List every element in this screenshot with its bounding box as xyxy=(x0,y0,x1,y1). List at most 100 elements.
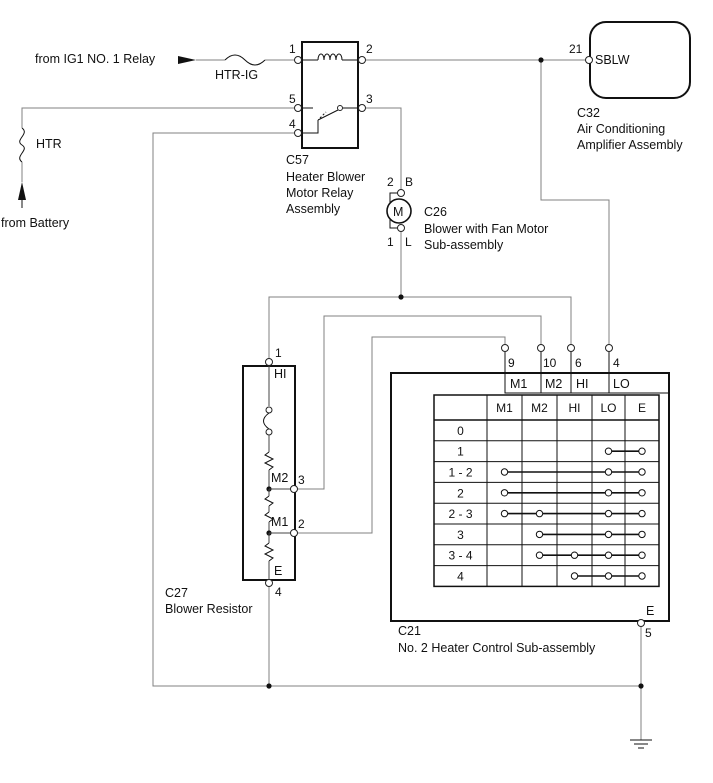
resistor-icon xyxy=(263,451,275,471)
res-hi: HI xyxy=(274,367,287,381)
table-header-m2: M2 xyxy=(531,401,548,415)
thermal-fuse-icon xyxy=(263,412,270,430)
wires xyxy=(21,59,642,740)
table-contact-lo xyxy=(604,509,613,518)
table-contact-m1 xyxy=(500,509,509,518)
res-e: E xyxy=(274,564,282,578)
amplifier-c32: 21 SBLW C32 Air Conditioning Amplifier A… xyxy=(569,21,691,152)
resistor-icon xyxy=(263,542,275,562)
resistor-c27: 1 HI M2 3 M1 2 E 4 C27 Blower Resistor xyxy=(165,346,305,616)
relay-pin-1: 1 xyxy=(289,42,296,56)
ground-icon xyxy=(630,739,652,749)
res-pin-2-terminal xyxy=(290,529,298,537)
table-header-lo: LO xyxy=(600,401,616,415)
motor-c26-code: C26 xyxy=(424,205,447,219)
from-battery-label: from Battery xyxy=(1,216,70,230)
table-contact-m2 xyxy=(535,551,544,559)
table-contact-m1 xyxy=(500,468,509,476)
fuse-htr-ig-icon xyxy=(224,54,266,66)
ctl-m2: M2 xyxy=(545,377,562,391)
ctl-m1: M1 xyxy=(510,377,527,391)
table-contact-lo xyxy=(604,551,613,559)
table-contact-lo xyxy=(604,447,613,455)
table-contact-e xyxy=(638,509,646,518)
motor-pin-1: 1 xyxy=(387,235,394,249)
resistor-icon xyxy=(264,495,274,507)
table-row-label: 2 - 3 xyxy=(448,507,472,521)
from-relay-label: from IG1 NO. 1 Relay xyxy=(35,52,156,66)
relay-switch-blade xyxy=(317,109,339,121)
arrow-right-icon xyxy=(178,56,196,64)
res-m1: M1 xyxy=(271,515,288,529)
table-contact-m1 xyxy=(500,489,509,497)
table-row-label: 1 - 2 xyxy=(448,466,472,480)
motor-icon xyxy=(386,198,412,224)
table-contact-hi xyxy=(570,551,579,559)
amp-c32-code: C32 xyxy=(577,106,600,120)
res-pin-4: 4 xyxy=(275,585,282,599)
ctl-pin-6: 6 xyxy=(575,356,582,370)
relay-c57-name-3: Assembly xyxy=(286,202,341,216)
table-contact-lo xyxy=(604,572,613,580)
fuse-htr-ig-label: HTR-IG xyxy=(215,68,258,82)
table-row-label: 0 xyxy=(457,424,464,438)
table-contact-e xyxy=(638,468,646,476)
motor-pin-2: 2 xyxy=(387,175,394,189)
res-pin-2: 2 xyxy=(298,517,305,531)
ctl-e: E xyxy=(646,604,654,618)
table-row-label: 3 xyxy=(457,528,464,542)
motor-symbol: M xyxy=(393,205,403,219)
ctl-pin-4: 4 xyxy=(613,356,620,370)
ctl-pin-5: 5 xyxy=(645,626,652,640)
motor-c26-name-1: Blower with Fan Motor xyxy=(424,222,548,236)
table-contact-lo xyxy=(604,468,613,476)
motor-pin-b: B xyxy=(405,175,413,189)
relay-pin-4: 4 xyxy=(289,117,296,131)
relay-c57: 1 2 5 3 4 C57 Heater Blower Motor Relay … xyxy=(286,41,373,216)
amp-pin-21-terminal xyxy=(585,56,593,64)
ctl-pin-10: 10 xyxy=(543,356,557,370)
relay-c57-name-2: Motor Relay xyxy=(286,186,354,200)
table-contact-lo xyxy=(604,489,613,497)
amp-pin-21: 21 xyxy=(569,42,583,56)
junction-dot xyxy=(266,683,272,689)
relay-pin-3-terminal xyxy=(358,104,366,112)
relay-pin-5: 5 xyxy=(289,92,296,106)
ig1-feed: from IG1 NO. 1 Relay HTR-IG xyxy=(35,52,266,82)
table-row-label: 1 xyxy=(457,445,464,459)
table-contact-e xyxy=(638,489,646,497)
ctl-c21-code: C21 xyxy=(398,624,421,638)
motor-c26-name-2: Sub-assembly xyxy=(424,238,504,252)
table-header-e: E xyxy=(638,401,646,415)
table-contact-lo xyxy=(604,530,613,539)
amp-c32-name-1: Air Conditioning xyxy=(577,122,665,136)
table-contact-m2 xyxy=(535,509,544,518)
ctl-c21-name: No. 2 Heater Control Sub-assembly xyxy=(398,641,596,655)
table-header-m1: M1 xyxy=(496,401,513,415)
relay-pin-2-terminal xyxy=(358,56,366,64)
relay-pin-3: 3 xyxy=(366,92,373,106)
junction-dot xyxy=(398,294,404,300)
relay-coil-icon xyxy=(317,53,343,61)
table-contact-m2 xyxy=(535,530,544,539)
amp-sblw: SBLW xyxy=(595,53,630,67)
res-c27-code: C27 xyxy=(165,586,188,600)
ctl-lo: LO xyxy=(613,377,630,391)
junction-dot xyxy=(638,683,644,689)
motor-pin-l: L xyxy=(405,235,412,249)
fuse-htr-label: HTR xyxy=(36,137,62,151)
table-contact-e xyxy=(638,551,646,559)
res-pin-3-terminal xyxy=(290,485,298,493)
relay-pin-2: 2 xyxy=(366,42,373,56)
relay-c57-code: C57 xyxy=(286,153,309,167)
table-contact-e xyxy=(638,447,646,455)
table-row-label: 4 xyxy=(457,570,464,584)
resistor-icon xyxy=(264,511,274,523)
junction-dot xyxy=(538,57,544,63)
table-contact-hi xyxy=(570,572,579,580)
ctl-hi: HI xyxy=(576,377,589,391)
motor-c26: 2 B 1 L M C26 Blower with Fan Motor Sub-… xyxy=(386,175,548,252)
